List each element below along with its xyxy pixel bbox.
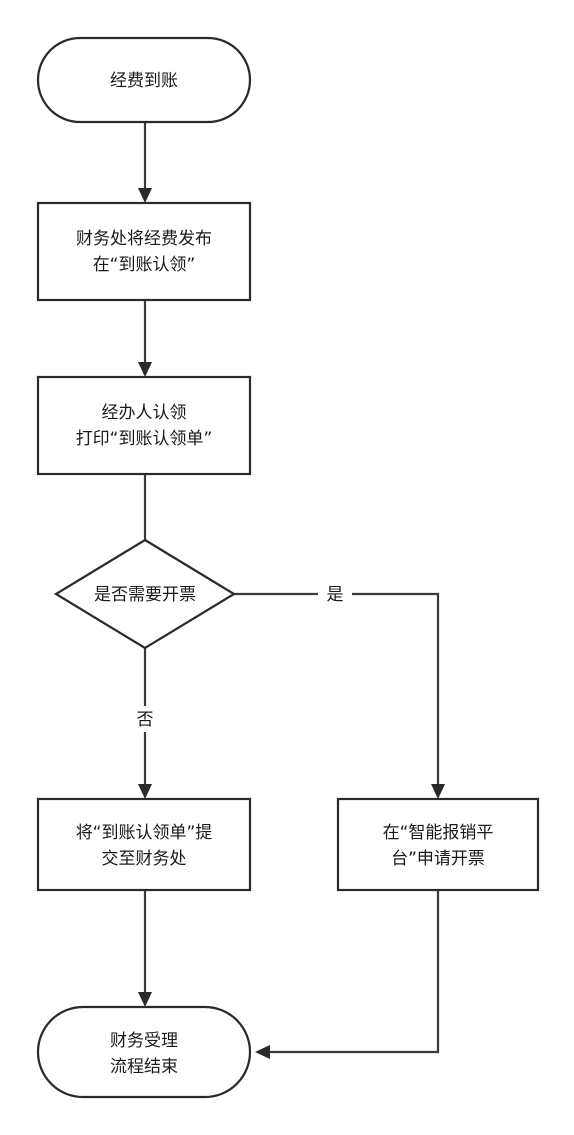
label-mask-no bbox=[128, 706, 162, 732]
end-terminal-shape bbox=[36, 1005, 252, 1099]
submit-text-line-2: 交至财务处 bbox=[102, 849, 187, 869]
start-terminal-shape bbox=[36, 36, 252, 124]
arrowhead-submit-to-end bbox=[138, 992, 152, 1007]
arrowhead-invoice-to-end bbox=[255, 1045, 270, 1059]
end-text-line-2: 流程结束 bbox=[110, 1057, 178, 1077]
claim-process-shape bbox=[36, 375, 252, 476]
edge-labels: 是 否 bbox=[128, 581, 352, 732]
submit-text-line-1: 将“到账认领单”提 bbox=[76, 823, 213, 843]
start-text: 经费到账 bbox=[110, 71, 178, 91]
arrowhead-publish-to-claim bbox=[138, 362, 152, 377]
edge-label-yes: 是 bbox=[327, 585, 344, 605]
submit-process-shape bbox=[36, 797, 252, 892]
arrowhead-decision-to-invoice bbox=[431, 784, 445, 799]
publish-text-line-2: 在“到账认领” bbox=[93, 255, 196, 275]
edge-invoice-to-end bbox=[268, 890, 440, 1054]
node-decision: 是否需要开票 bbox=[53, 538, 237, 650]
edge-decision-to-invoice bbox=[234, 592, 440, 784]
node-publish: 财务处将经费发布 在“到账认领” bbox=[36, 201, 252, 302]
claim-text-line-1: 经办人认领 bbox=[102, 403, 187, 423]
invoice-text-line-2: 台”申请开票 bbox=[391, 849, 485, 869]
decision-diamond-shape bbox=[53, 538, 237, 650]
arrowhead-decision-to-submit bbox=[138, 784, 152, 799]
edge-label-no: 否 bbox=[137, 710, 154, 730]
label-mask-yes bbox=[318, 581, 352, 607]
publish-text-line-1: 财务处将经费发布 bbox=[76, 229, 212, 249]
publish-process-shape bbox=[36, 201, 252, 302]
decision-text: 是否需要开票 bbox=[94, 585, 196, 605]
invoice-process-shape bbox=[336, 797, 540, 892]
claim-text-line-2: 打印“到账认领单” bbox=[76, 429, 213, 449]
invoice-text-line-1: 在“智能报销平 bbox=[383, 823, 494, 843]
node-end: 财务受理 流程结束 bbox=[36, 1005, 252, 1099]
node-start: 经费到账 bbox=[36, 36, 252, 124]
node-submit: 将“到账认领单”提 交至财务处 bbox=[36, 797, 252, 892]
node-claim: 经办人认领 打印“到账认领单” bbox=[36, 375, 252, 476]
arrowhead-start-to-publish bbox=[138, 188, 152, 203]
node-invoice: 在“智能报销平 台”申请开票 bbox=[336, 797, 540, 892]
end-text-line-1: 财务受理 bbox=[110, 1031, 178, 1051]
